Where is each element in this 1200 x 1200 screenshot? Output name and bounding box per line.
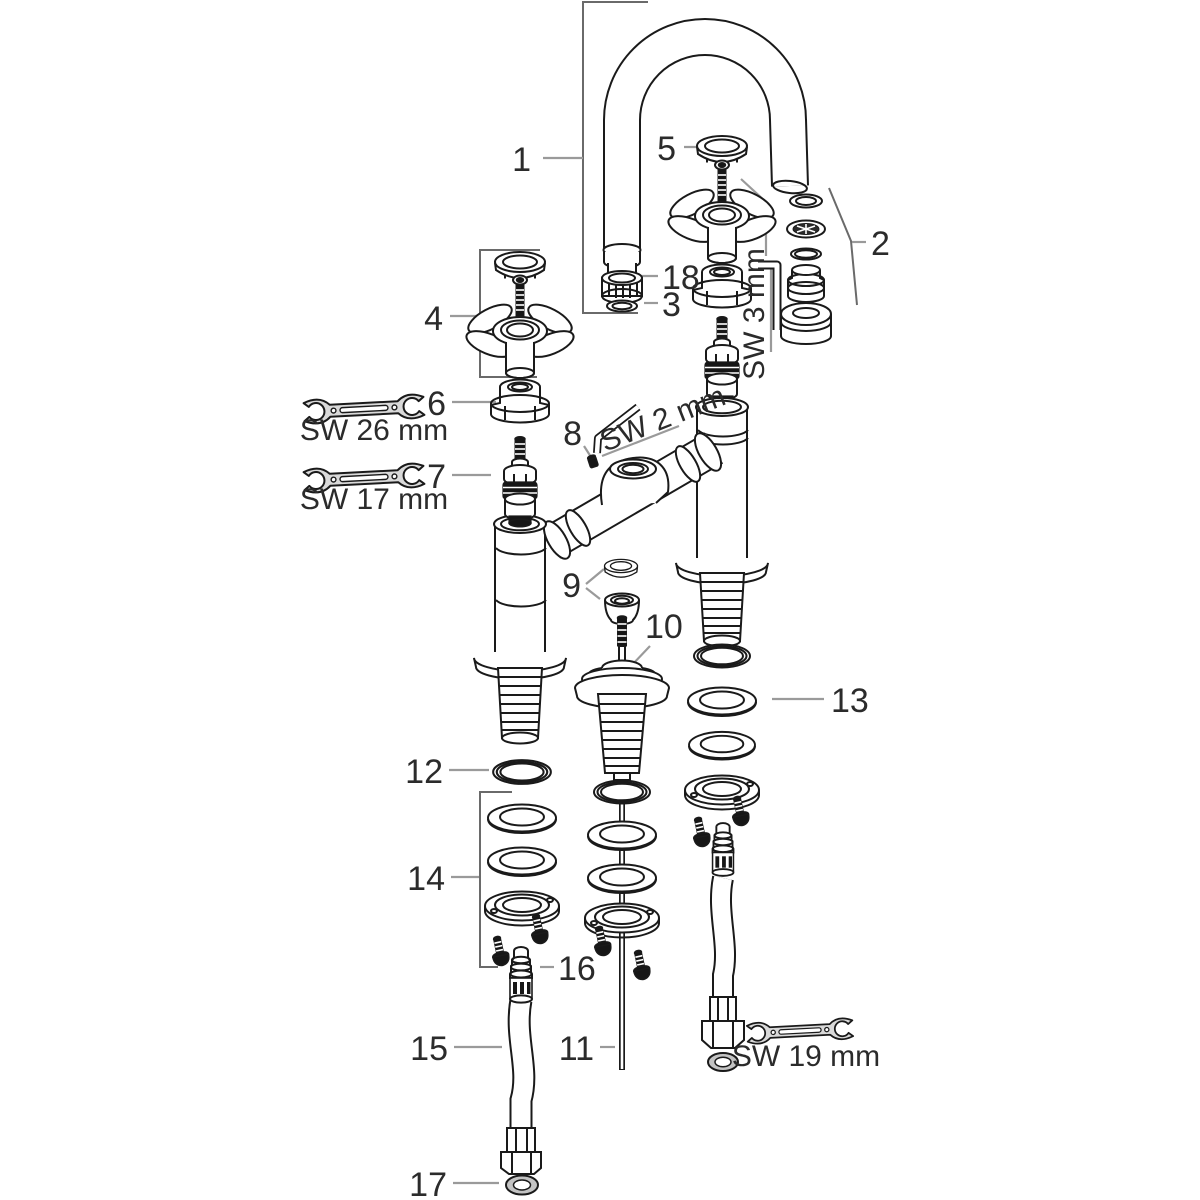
handle-screw-left bbox=[512, 274, 528, 319]
part-label-8: 8 bbox=[563, 415, 582, 453]
shank-washer-right-1 bbox=[687, 686, 757, 717]
mounting-screw bbox=[628, 948, 653, 982]
faucet-body bbox=[473, 397, 769, 745]
handle-screw-right bbox=[714, 159, 730, 204]
grub-screw bbox=[586, 454, 599, 469]
part-label-6: 6 bbox=[427, 385, 446, 423]
tee-cap-set bbox=[603, 558, 640, 625]
part-label-7: 7 bbox=[427, 458, 446, 496]
shank-oring-right bbox=[693, 643, 751, 669]
part-label-16: 16 bbox=[558, 950, 596, 988]
aerator-seal-ring bbox=[606, 299, 638, 313]
mounting-screw bbox=[688, 815, 713, 849]
part-label-1: 1 bbox=[512, 141, 531, 179]
shank-washer-left-1 bbox=[487, 803, 557, 834]
valve-cartridge-left bbox=[502, 435, 538, 528]
supply-hose-right bbox=[701, 875, 745, 1072]
part-label-12: 12 bbox=[405, 753, 443, 791]
part-label-15: 15 bbox=[410, 1030, 448, 1068]
spout-connector-set bbox=[780, 193, 832, 345]
cartridge-nut-left bbox=[490, 378, 550, 424]
drain-oring bbox=[593, 779, 651, 805]
shank-base-plate-left bbox=[484, 890, 560, 927]
mounting-screw bbox=[487, 934, 512, 968]
part-label-11: 11 bbox=[559, 1030, 594, 1068]
supply-hose-left bbox=[500, 997, 542, 1175]
allen-key-sw2 bbox=[593, 403, 641, 454]
tool-label-sw17: SW 17 mm bbox=[300, 483, 448, 516]
drain-washer-1 bbox=[587, 820, 657, 851]
allen-key-sw3 bbox=[758, 260, 782, 330]
part-label-5: 5 bbox=[657, 130, 676, 168]
hose-connector-left bbox=[509, 946, 533, 1004]
part-label-18: 18 bbox=[662, 259, 700, 297]
shank-base-plate-right bbox=[684, 774, 760, 811]
spout bbox=[602, 18, 809, 278]
drain-washer-2 bbox=[587, 863, 657, 894]
part-label-3: 3 bbox=[662, 286, 681, 324]
aerator-insert bbox=[601, 270, 643, 304]
part-label-17: 17 bbox=[409, 1166, 447, 1200]
part-label-13: 13 bbox=[831, 682, 869, 720]
tool-label-sw26: SW 26 mm bbox=[300, 414, 448, 447]
hose-seal-left bbox=[505, 1174, 539, 1196]
tool-label-sw3: SW 3 mm bbox=[738, 248, 771, 380]
shank-washer-right-2 bbox=[688, 730, 756, 761]
shank-washer-left-2 bbox=[487, 846, 557, 877]
part-label-14: 14 bbox=[407, 860, 445, 898]
tool-label-sw19: SW 19 mm bbox=[732, 1040, 880, 1073]
part-labels: 1 5 18 3 2 4 6 7 8 9 10 13 12 14 16 15 1… bbox=[405, 130, 890, 1200]
hose-connector-right bbox=[711, 822, 735, 877]
part-label-10: 10 bbox=[645, 608, 683, 646]
drain-body bbox=[573, 615, 671, 781]
part-label-2: 2 bbox=[871, 225, 890, 263]
part-label-4: 4 bbox=[424, 300, 443, 338]
shank-oring-left bbox=[492, 759, 552, 785]
part-label-9: 9 bbox=[562, 567, 581, 605]
